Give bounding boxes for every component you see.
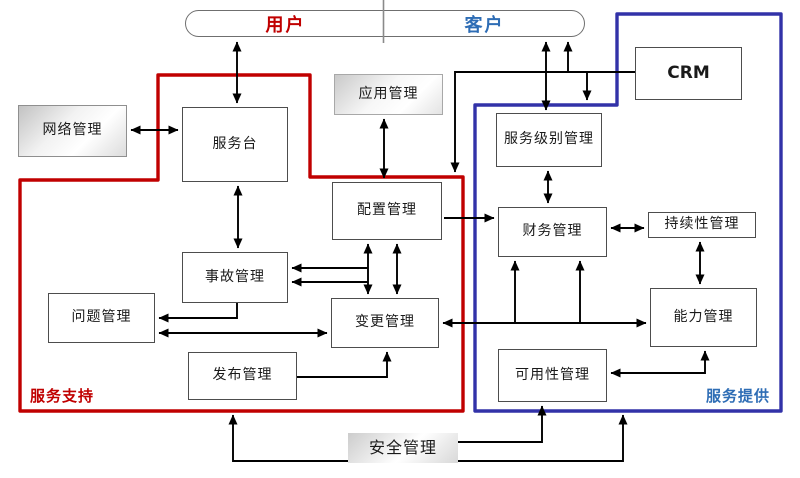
- node-change-management: 变更管理: [331, 298, 439, 348]
- service-support-region-label: 服务支持: [30, 387, 95, 405]
- connector-availability-capacity: [610, 350, 710, 378]
- node-incident-management: 事故管理: [182, 252, 288, 303]
- node-problem-management: 问题管理: [48, 293, 155, 343]
- connector-security-delivery: [458, 414, 628, 462]
- connector-release-change: [297, 351, 392, 378]
- users-label: 用户: [265, 14, 306, 36]
- node-continuity-management: 持续性管理: [648, 212, 756, 238]
- connector-security-availability: [458, 405, 547, 443]
- customers-label: 客户: [464, 14, 505, 36]
- node-network-management: 网络管理: [18, 105, 127, 157]
- node-service-level-management: 服务级别管理: [496, 113, 602, 167]
- node-financial-management: 财务管理: [498, 207, 607, 257]
- connector-incident-problem: [158, 303, 238, 323]
- node-application-management: 应用管理: [334, 74, 443, 115]
- node-availability-management: 可用性管理: [498, 349, 607, 402]
- node-crm: CRM: [635, 47, 742, 100]
- service-delivery-region-label: 服务提供: [706, 387, 771, 405]
- node-release-management: 发布管理: [188, 352, 297, 400]
- node-capacity-management: 能力管理: [650, 288, 757, 347]
- node-security-management: 安全管理: [348, 433, 458, 463]
- connector-security-support: [228, 414, 348, 462]
- node-configuration-management: 配置管理: [332, 182, 442, 240]
- users-customers-bar: 用户 客户: [185, 10, 585, 37]
- node-service-desk: 服务台: [182, 107, 288, 182]
